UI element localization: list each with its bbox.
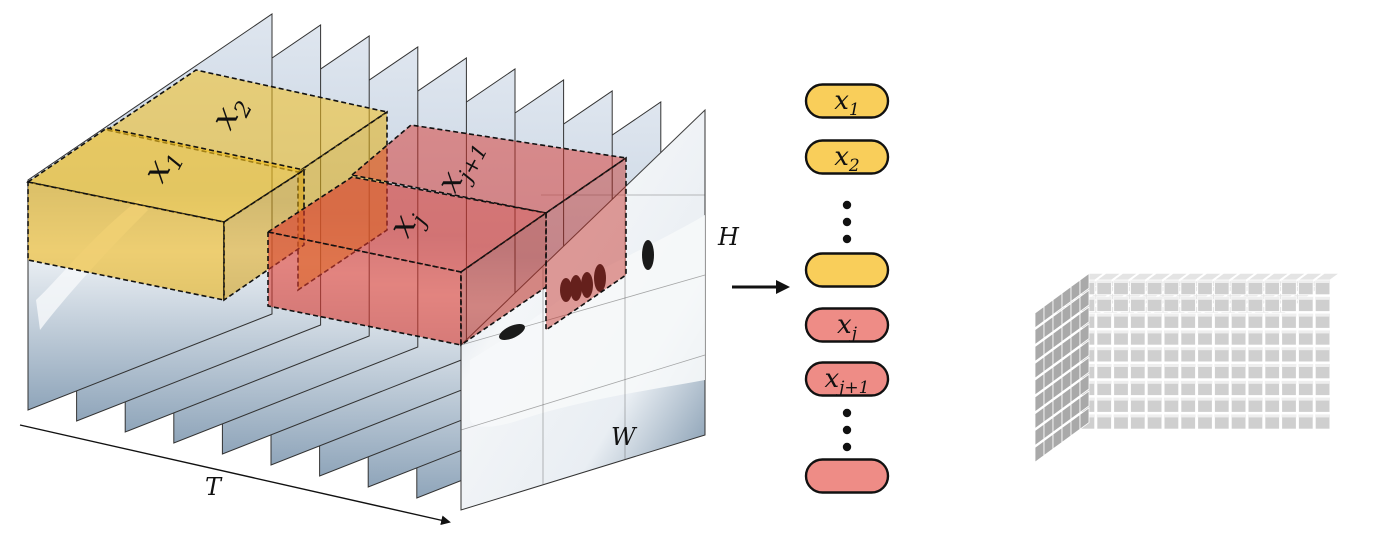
token-label: x1 (834, 86, 860, 120)
token-label: xj (837, 310, 858, 344)
token-label: xj+1 (824, 364, 869, 398)
token-pill: xj+1 (804, 361, 890, 398)
red-patch-xj (265, 176, 549, 347)
front-video-frame (460, 108, 706, 511)
time-axis-line (19, 424, 451, 526)
token-blank (804, 458, 890, 494)
ellipsis-dots (842, 200, 852, 244)
penguin-icon (499, 240, 654, 341)
token-label: x2 (834, 142, 860, 176)
width-axis-label: W (611, 423, 638, 451)
token-pill: xj (804, 307, 890, 344)
token-pill: x1 (804, 83, 890, 120)
token-sequence: x1 x2 xj xj+1 (804, 83, 890, 494)
token-pill: x2 (804, 139, 890, 176)
arrow-right-icon (732, 280, 790, 294)
token-blank (804, 252, 890, 288)
time-axis-label: T (205, 473, 223, 501)
grid-cube-icon (1033, 272, 1341, 463)
red-patch-xj1 (350, 124, 629, 332)
height-axis-label: H (717, 223, 740, 251)
ellipsis-dots (842, 408, 852, 452)
